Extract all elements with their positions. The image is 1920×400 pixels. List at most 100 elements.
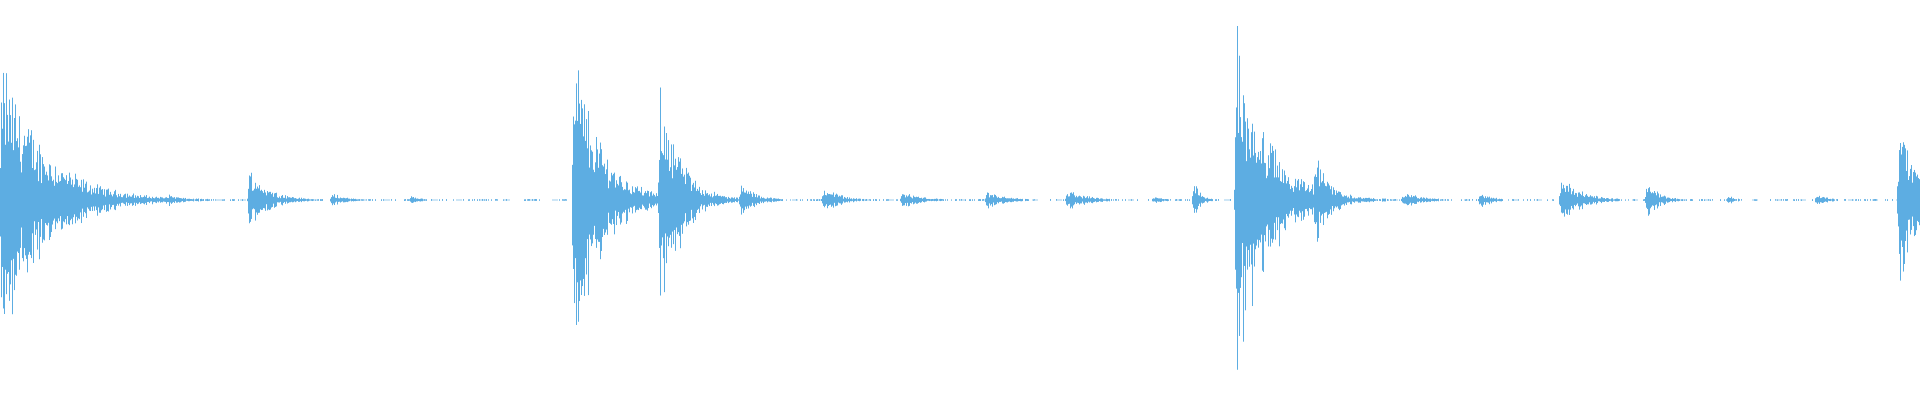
- waveform-peak: [1682, 199, 1683, 202]
- waveform-peak: [1673, 198, 1674, 202]
- waveform-peak: [24, 135, 25, 249]
- waveform-peak: [1402, 196, 1403, 203]
- waveform-peak: [1322, 181, 1323, 214]
- waveform-peak: [1614, 199, 1615, 201]
- waveform-peak: [124, 194, 125, 205]
- waveform-peak: [1080, 196, 1081, 204]
- waveform-peak: [608, 188, 609, 213]
- waveform-peak: [1180, 199, 1181, 201]
- waveform-peak: [72, 179, 73, 225]
- waveform-peak: [339, 198, 340, 202]
- waveform-peak: [31, 130, 32, 259]
- waveform-peak: [616, 180, 617, 226]
- waveform-peak: [156, 196, 157, 204]
- waveform-peak: [834, 196, 835, 203]
- waveform-peak: [1899, 150, 1900, 254]
- waveform-peak: [23, 145, 24, 262]
- waveform-peak: [865, 199, 866, 201]
- waveform-peak: [1033, 199, 1034, 201]
- waveform-peak: [1591, 196, 1592, 205]
- waveform-peak: [1251, 132, 1252, 265]
- waveform-peak: [1330, 189, 1331, 210]
- waveform-peak: [344, 197, 345, 203]
- waveform-peak: [1667, 197, 1668, 203]
- waveform-peak: [886, 199, 887, 201]
- waveform-peak: [0, 168, 1, 237]
- waveform-peak: [1916, 176, 1917, 231]
- waveform-peak: [132, 195, 133, 206]
- waveform-peak: [682, 168, 683, 234]
- waveform-peak: [1917, 174, 1918, 221]
- waveform-peak: [1720, 199, 1721, 201]
- waveform-peak: [191, 199, 192, 201]
- waveform-peak: [1096, 197, 1097, 203]
- waveform-peak: [1125, 199, 1126, 201]
- waveform-peak: [188, 198, 189, 202]
- waveform-peak: [1870, 199, 1871, 201]
- waveform-peak: [85, 183, 86, 214]
- waveform-peak: [1210, 198, 1211, 201]
- waveform-peak: [933, 199, 934, 201]
- waveform-peak: [1594, 196, 1595, 204]
- waveform-peak: [628, 190, 629, 209]
- waveform-peak: [1189, 199, 1190, 201]
- waveform-peak: [1313, 194, 1314, 208]
- waveform-peak: [1902, 146, 1903, 247]
- waveform-peak: [162, 197, 163, 203]
- waveform-peak: [1702, 199, 1703, 201]
- waveform-peak: [929, 198, 930, 202]
- waveform-peak: [1612, 198, 1613, 202]
- waveform-peak: [1775, 199, 1776, 201]
- waveform-peak: [109, 194, 110, 205]
- waveform-peak: [680, 158, 681, 249]
- waveform-peak: [1496, 197, 1497, 203]
- waveform-peak: [937, 198, 938, 201]
- waveform-peak: [1267, 175, 1268, 225]
- waveform-peak: [11, 142, 12, 261]
- waveform-peak: [1305, 191, 1306, 209]
- waveform-peak: [59, 181, 60, 222]
- waveform-peak: [1290, 189, 1291, 211]
- waveform-peak: [195, 199, 196, 201]
- waveform-peak: [1278, 177, 1279, 218]
- waveform-peak: [686, 167, 687, 227]
- waveform-peak: [1613, 199, 1614, 201]
- waveform-peak: [1659, 197, 1660, 203]
- waveform-peak: [273, 196, 274, 204]
- waveform-peak: [383, 199, 384, 201]
- waveform-peak: [1710, 199, 1711, 201]
- waveform-peak: [1094, 198, 1095, 202]
- waveform-peak: [1488, 197, 1489, 203]
- waveform-peak: [863, 198, 864, 202]
- waveform-peak: [1724, 199, 1725, 201]
- waveform-peak: [702, 190, 703, 210]
- waveform-peak: [668, 140, 669, 247]
- waveform-peak: [1387, 199, 1388, 201]
- waveform-peak: [1482, 194, 1483, 207]
- waveform-peak: [205, 199, 206, 201]
- waveform-peak: [280, 198, 281, 202]
- waveform-peak: [1155, 197, 1156, 202]
- waveform-peak: [888, 199, 889, 201]
- waveform-peak: [999, 198, 1000, 202]
- waveform-peak: [1098, 198, 1099, 202]
- waveform-peak: [974, 199, 975, 201]
- waveform-peak: [694, 187, 695, 217]
- waveform-peak: [1158, 198, 1159, 202]
- waveform-peak: [1909, 176, 1910, 220]
- waveform-peak: [176, 197, 177, 203]
- waveform-peak: [201, 198, 202, 202]
- waveform-peak: [1108, 199, 1109, 201]
- waveform-peak: [600, 142, 601, 260]
- waveform-peak: [51, 176, 52, 233]
- waveform-peak: [152, 196, 153, 205]
- waveform-peak: [1604, 197, 1605, 202]
- waveform-peak: [1279, 162, 1280, 247]
- waveform-peak: [827, 193, 828, 209]
- waveform-peak: [1268, 155, 1269, 247]
- waveform-peak: [166, 197, 167, 204]
- waveform-peak: [1484, 198, 1485, 203]
- waveform-peak: [1910, 168, 1911, 235]
- waveform-peak: [1815, 198, 1816, 203]
- waveform-peak: [234, 199, 235, 201]
